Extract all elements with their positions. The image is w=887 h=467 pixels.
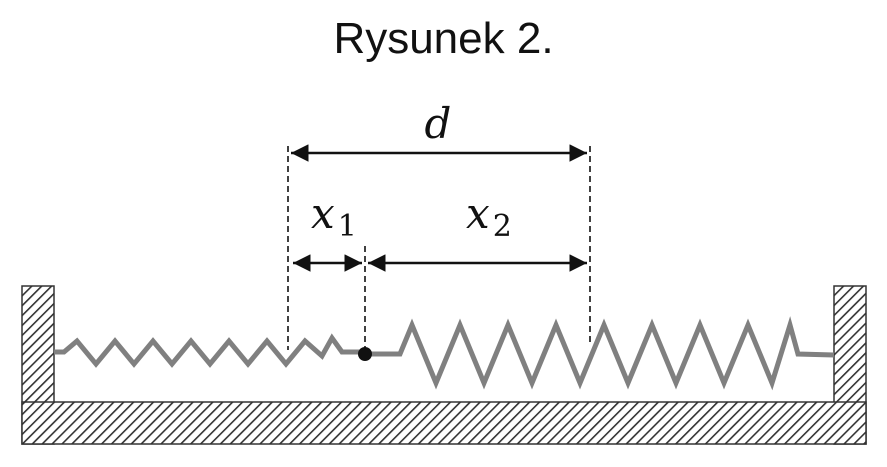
reference-lines — [287, 146, 591, 350]
label-x2-variable: x — [466, 189, 490, 238]
label-x2-subscript: 2 — [493, 209, 512, 244]
label-x1-subscript: 1 — [338, 209, 357, 244]
left-spring — [54, 333, 364, 368]
floor — [21, 401, 867, 445]
label-d: d — [425, 99, 452, 148]
label-x1-variable: x — [311, 189, 335, 238]
right-spring — [366, 316, 835, 391]
container — [21, 285, 867, 445]
figure-caption: Rysunek 2. — [333, 14, 554, 63]
mass-point — [358, 347, 372, 361]
